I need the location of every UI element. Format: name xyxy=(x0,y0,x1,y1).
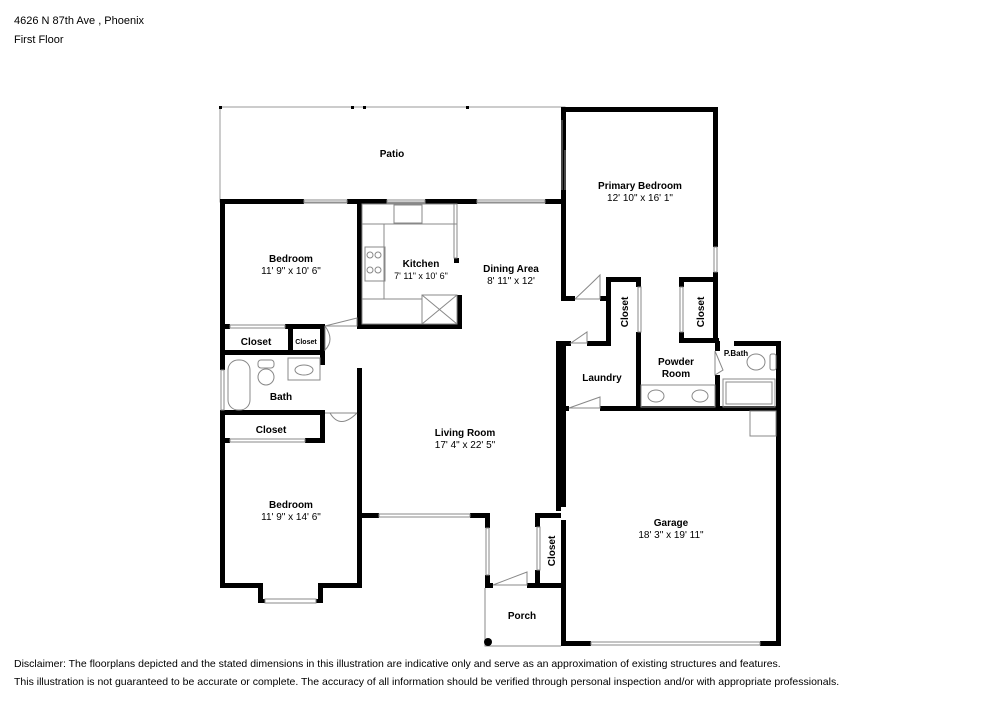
closet-entry-label: Closet xyxy=(547,535,558,566)
bedroom-2-dims: 11' 9" x 14' 6" xyxy=(261,512,321,523)
laundry-label: Laundry xyxy=(582,373,622,384)
dining-area-label: Dining Area xyxy=(483,264,539,275)
closet-bedroom-1-label: Closet xyxy=(241,337,272,348)
powder-room-label-1: Powder xyxy=(658,357,694,368)
disclaimer-line-2: This illustration is not guaranteed to b… xyxy=(14,676,840,688)
fixtures xyxy=(220,120,777,647)
closet-bedroom-2-label: Closet xyxy=(256,425,287,436)
pbath-label: P.Bath xyxy=(724,349,748,358)
porch-label: Porch xyxy=(508,611,536,622)
living-room-label: Living Room xyxy=(435,428,496,439)
bedroom-1-dims: 11' 9" x 10' 6" xyxy=(261,266,321,277)
kitchen-label: Kitchen xyxy=(403,259,440,270)
dining-area-dims: 8' 11" x 12' xyxy=(487,276,535,287)
patio-label: Patio xyxy=(380,149,404,160)
living-room-dims: 17' 4" x 22' 5" xyxy=(435,440,496,451)
walls xyxy=(220,107,781,646)
closet-primary-right-label: Closet xyxy=(696,296,707,327)
garage-label: Garage xyxy=(654,518,689,529)
disclaimer-line-1: Disclaimer: The floorplans depicted and … xyxy=(14,658,781,670)
powder-room-label-2: Room xyxy=(662,369,690,380)
primary-bedroom-dims: 12' 10" x 16' 1" xyxy=(607,193,673,204)
bedroom-1-label: Bedroom xyxy=(269,254,313,265)
bath-label: Bath xyxy=(270,392,292,403)
kitchen-dims: 7' 11" x 10' 6" xyxy=(394,271,448,281)
closet-primary-left-label: Closet xyxy=(620,296,631,327)
primary-bedroom-label: Primary Bedroom xyxy=(598,181,682,192)
closet-small-label: Closet xyxy=(295,339,317,346)
floor-label: First Floor xyxy=(14,34,64,46)
garage-dims: 18' 3" x 19' 11" xyxy=(638,530,704,541)
bedroom-2-label: Bedroom xyxy=(269,500,313,511)
address-label: 4626 N 87th Ave , Phoenix xyxy=(14,15,145,27)
